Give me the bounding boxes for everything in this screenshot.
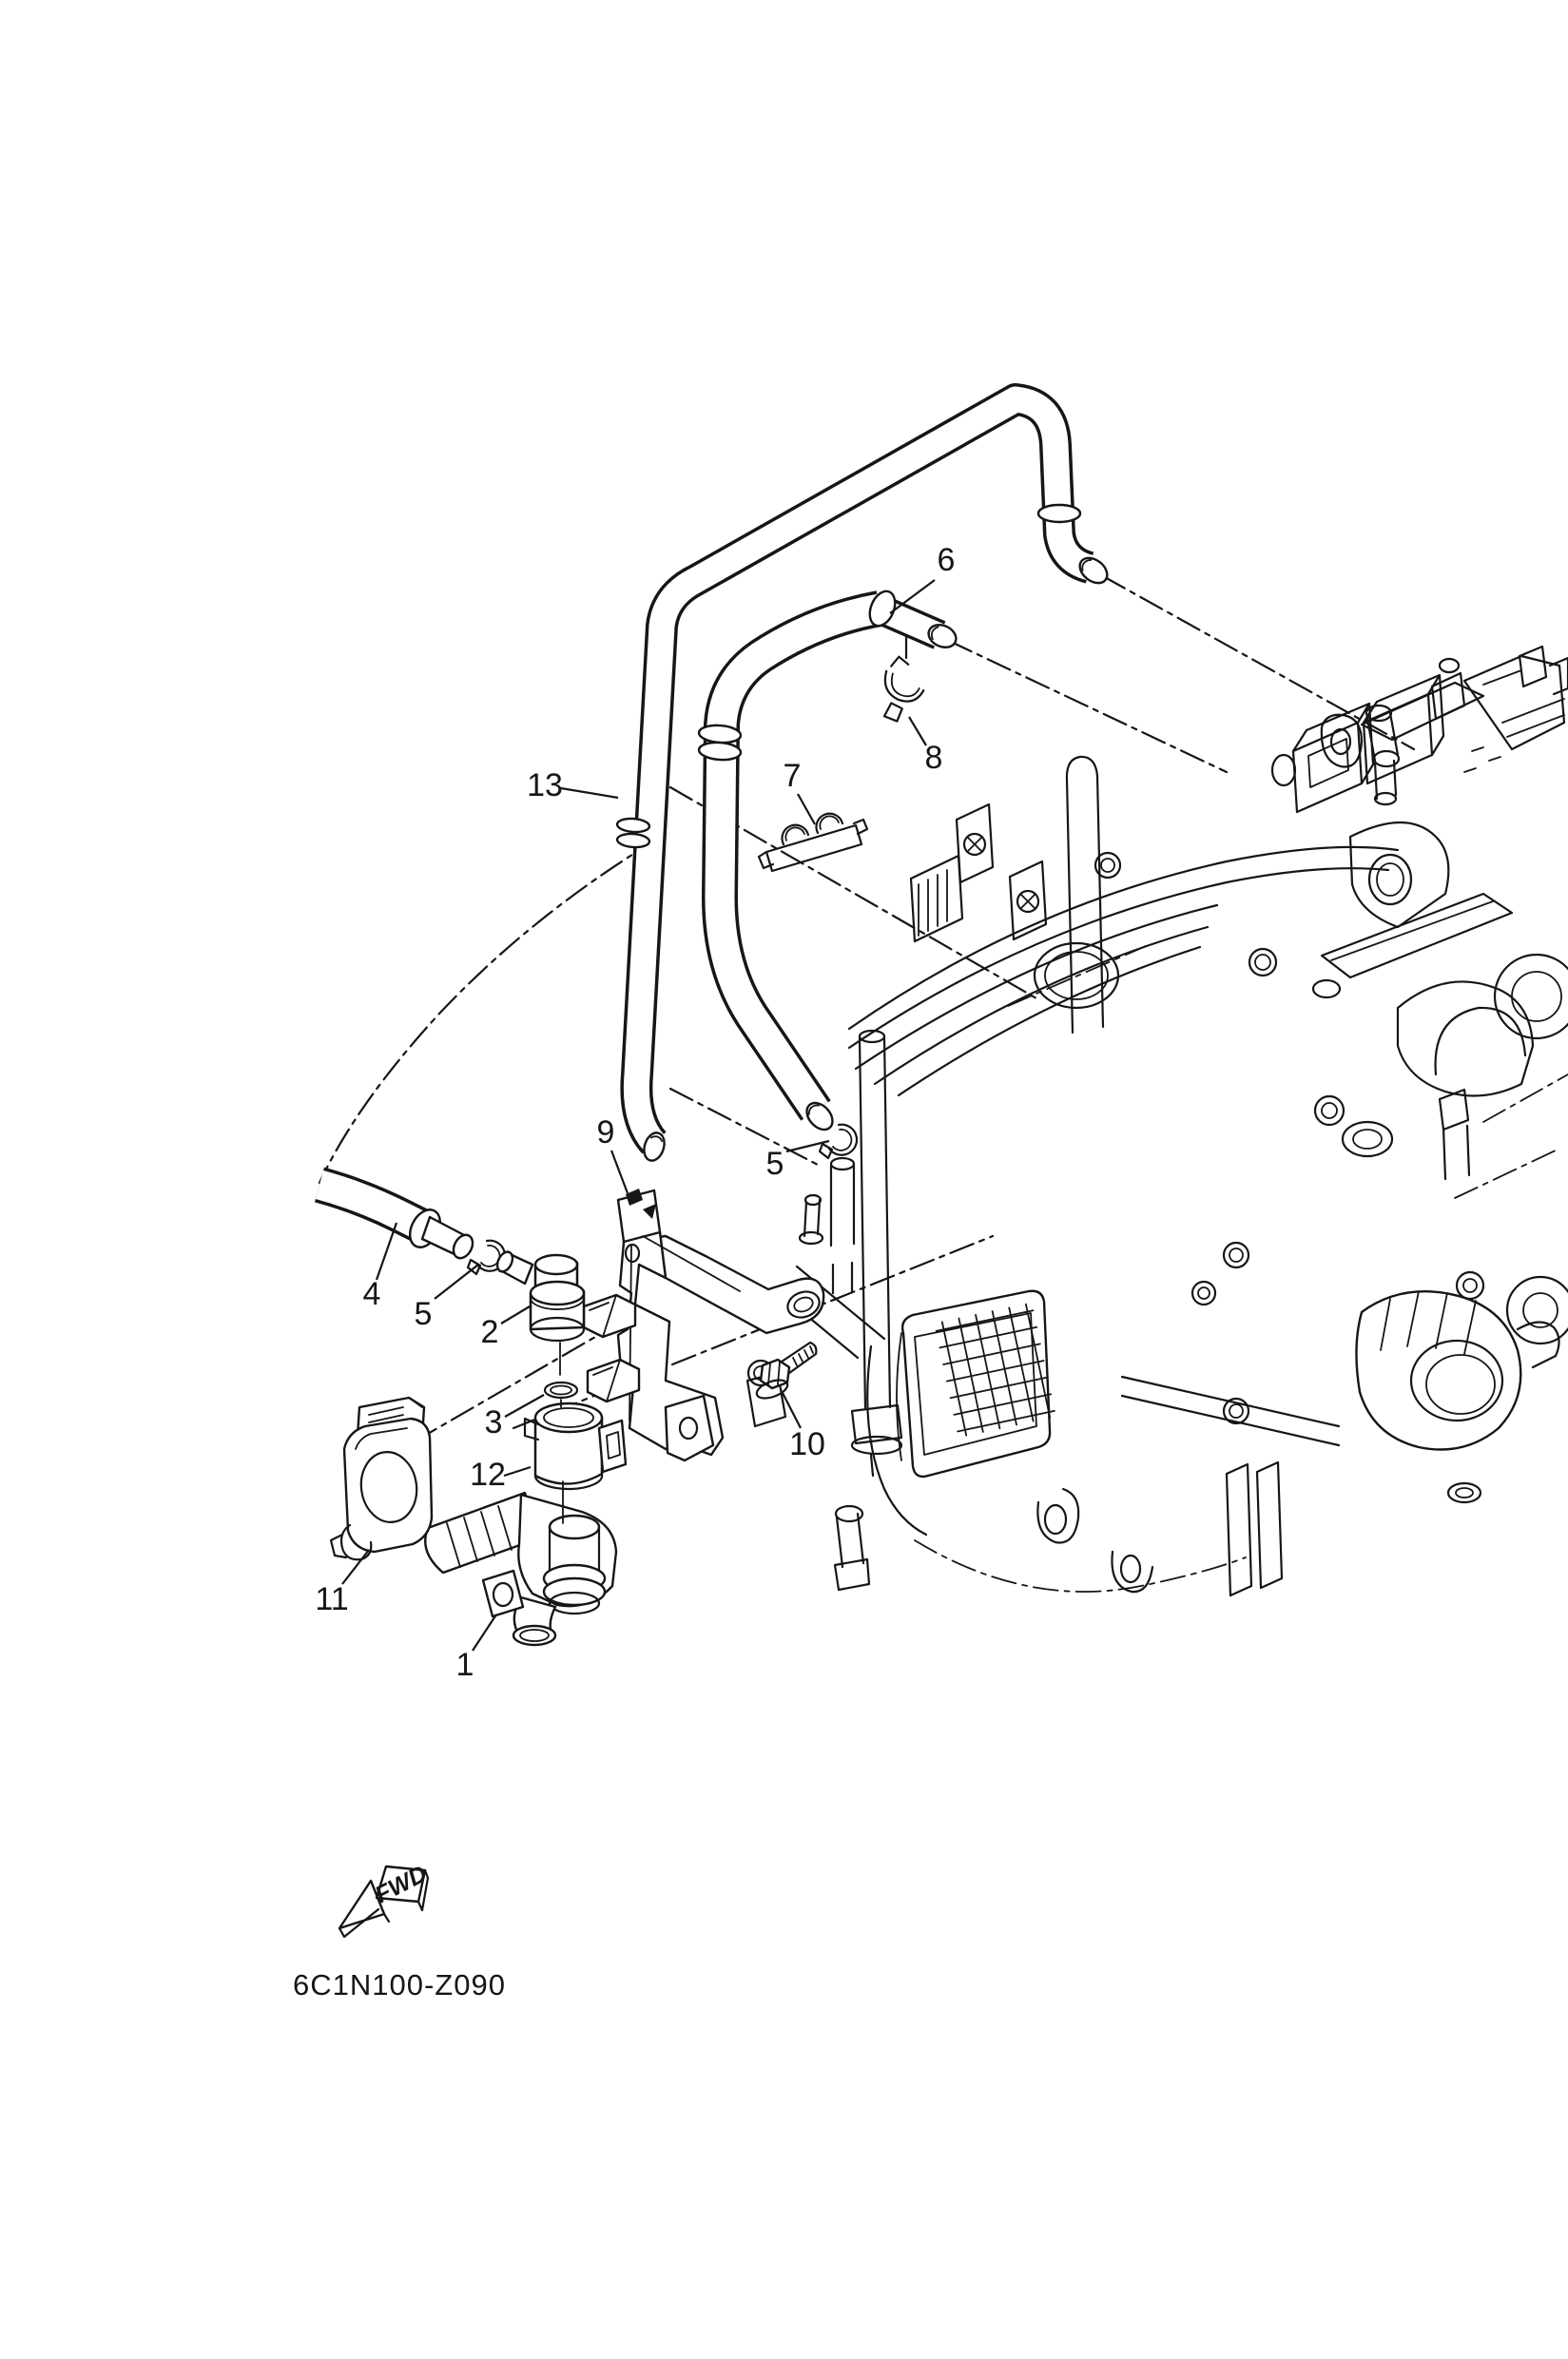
callout-12: 12 bbox=[470, 1457, 506, 1493]
callout-leader-10 bbox=[781, 1390, 802, 1429]
callout-11: 11 bbox=[315, 1581, 348, 1617]
callout-leader-13 bbox=[560, 786, 619, 800]
engine-block bbox=[778, 645, 1568, 1597]
callout-13: 13 bbox=[527, 767, 563, 803]
hose-13 bbox=[615, 399, 1109, 1162]
bolt-10 bbox=[755, 1341, 818, 1400]
hose-nipple bbox=[798, 1156, 856, 1295]
clamp-8 bbox=[882, 655, 925, 723]
callout-1: 1 bbox=[456, 1647, 474, 1683]
axis-hose13-to-engine bbox=[668, 785, 1038, 1000]
axis-hose-to-nipple bbox=[668, 1087, 822, 1168]
callout-leader-3 bbox=[504, 1394, 545, 1418]
hoses bbox=[318, 399, 1109, 1260]
callout-8: 8 bbox=[925, 740, 943, 776]
holder-11 bbox=[329, 1396, 434, 1561]
callout-leader-8 bbox=[908, 716, 927, 746]
callout-10: 10 bbox=[789, 1426, 825, 1462]
callout-leader-12 bbox=[503, 1465, 532, 1478]
callout-leader-6 bbox=[889, 579, 936, 614]
callout-leader-5 bbox=[434, 1264, 479, 1300]
dipstick-loop bbox=[1065, 755, 1105, 1034]
axis-hose6-to-engine bbox=[947, 639, 1229, 774]
bolt-holes bbox=[1094, 851, 1485, 1306]
manifold-flanges bbox=[909, 802, 1048, 943]
diagram-code: 6C1N100-Z090 bbox=[293, 1968, 506, 2001]
bracket-9 bbox=[582, 1189, 825, 1462]
hose4-route-line bbox=[318, 837, 660, 1185]
assembly-axis bbox=[559, 1342, 564, 1524]
axis-hosetop-to-engine bbox=[1101, 574, 1416, 751]
callout-3: 3 bbox=[485, 1404, 503, 1441]
callout-7: 7 bbox=[784, 758, 802, 794]
axis-clamp11 bbox=[413, 1327, 610, 1443]
fwd-arrow: FWD bbox=[338, 1861, 431, 1939]
intake-manifold-runners bbox=[847, 845, 1400, 1097]
callout-leader-2 bbox=[500, 1305, 531, 1325]
hose-front bbox=[697, 609, 880, 1131]
engine-top-nipple bbox=[1365, 704, 1401, 806]
callout-leader-7 bbox=[797, 793, 816, 825]
hose-6 bbox=[865, 590, 958, 660]
intake-grate bbox=[866, 1289, 1055, 1537]
valve-12 bbox=[523, 1402, 628, 1491]
right-side-machinery bbox=[1311, 822, 1568, 1345]
clamp-7 bbox=[757, 812, 869, 873]
top-right-brackets bbox=[1320, 645, 1568, 773]
callout-2: 2 bbox=[481, 1314, 499, 1350]
starter-drum bbox=[1355, 1290, 1560, 1504]
callout-leader-4 bbox=[375, 1222, 398, 1281]
callout-5: 5 bbox=[766, 1146, 784, 1182]
fitting-2 bbox=[495, 1250, 586, 1343]
callout-leader-9 bbox=[610, 1150, 629, 1194]
hose-4 bbox=[319, 1185, 474, 1260]
clamp-5-upper bbox=[818, 1123, 859, 1160]
callout-5: 5 bbox=[415, 1296, 433, 1332]
callout-4: 4 bbox=[363, 1276, 381, 1312]
o-ring-3 bbox=[543, 1381, 579, 1400]
small-parts bbox=[329, 655, 925, 1647]
callout-leader-1 bbox=[472, 1614, 497, 1652]
callout-leader-11 bbox=[341, 1549, 370, 1585]
callout-leader-5 bbox=[785, 1139, 830, 1153]
ignition-coils bbox=[1270, 657, 1466, 814]
valve-assembly-1 bbox=[424, 1491, 618, 1647]
mounting-studs bbox=[833, 1029, 903, 1592]
callout-6: 6 bbox=[938, 542, 956, 578]
callout-9: 9 bbox=[597, 1114, 615, 1150]
